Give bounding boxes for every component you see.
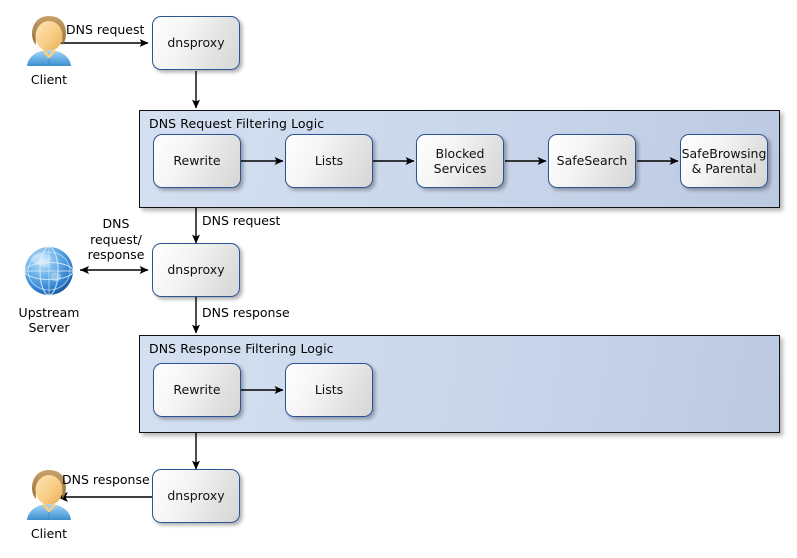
- globe-icon: [24, 246, 74, 296]
- node-req-rewrite[interactable]: Rewrite: [153, 134, 241, 188]
- node-dnsproxy-mid[interactable]: dnsproxy: [152, 243, 240, 297]
- label-upstream-exchange: DNS request/ response: [87, 216, 145, 263]
- node-label: SafeSearch: [556, 153, 628, 169]
- user-icon: [27, 16, 71, 66]
- actor-caption: Client: [30, 526, 68, 541]
- node-req-lists[interactable]: Lists: [285, 134, 373, 188]
- actor-client-bottom: Client: [18, 468, 80, 541]
- node-req-safesearch[interactable]: SafeSearch: [548, 134, 636, 188]
- node-label: Lists: [314, 153, 344, 169]
- actor-upstream-server: Upstream Server: [16, 243, 82, 335]
- node-label: dnsproxy: [167, 488, 225, 504]
- node-dnsproxy-top[interactable]: dnsproxy: [152, 16, 240, 70]
- node-label: Rewrite: [173, 153, 221, 169]
- node-label: dnsproxy: [167, 35, 225, 51]
- node-req-safebrowsing-parental[interactable]: SafeBrowsing & Parental: [680, 134, 768, 188]
- node-label: SafeBrowsing & Parental: [681, 145, 767, 176]
- actor-caption: Upstream Server: [18, 305, 80, 335]
- node-label: Lists: [314, 382, 344, 398]
- panel-title-response: DNS Response Filtering Logic: [149, 341, 334, 356]
- actor-caption: Client: [30, 72, 68, 87]
- panel-dns-response-filtering: DNS Response Filtering Logic: [139, 335, 780, 433]
- edge-upstream-arrowhead-left: [80, 266, 89, 274]
- node-resp-lists[interactable]: Lists: [285, 363, 373, 417]
- node-label: Rewrite: [173, 382, 221, 398]
- label-client-to-dnsproxy: DNS request: [66, 22, 145, 37]
- node-resp-rewrite[interactable]: Rewrite: [153, 363, 241, 417]
- panel-title-request: DNS Request Filtering Logic: [149, 116, 325, 131]
- node-label: Blocked Services: [433, 145, 487, 176]
- node-req-blocked-services[interactable]: Blocked Services: [416, 134, 504, 188]
- label-dnsproxy-to-client: DNS response: [62, 472, 150, 487]
- label-request-panel-to-dnsproxy: DNS request: [202, 213, 281, 228]
- node-label: dnsproxy: [167, 262, 225, 278]
- actor-client-top: Client: [18, 14, 80, 87]
- user-icon: [27, 470, 71, 520]
- node-dnsproxy-bottom[interactable]: dnsproxy: [152, 469, 240, 523]
- label-dnsproxy-to-response-panel: DNS response: [202, 305, 290, 320]
